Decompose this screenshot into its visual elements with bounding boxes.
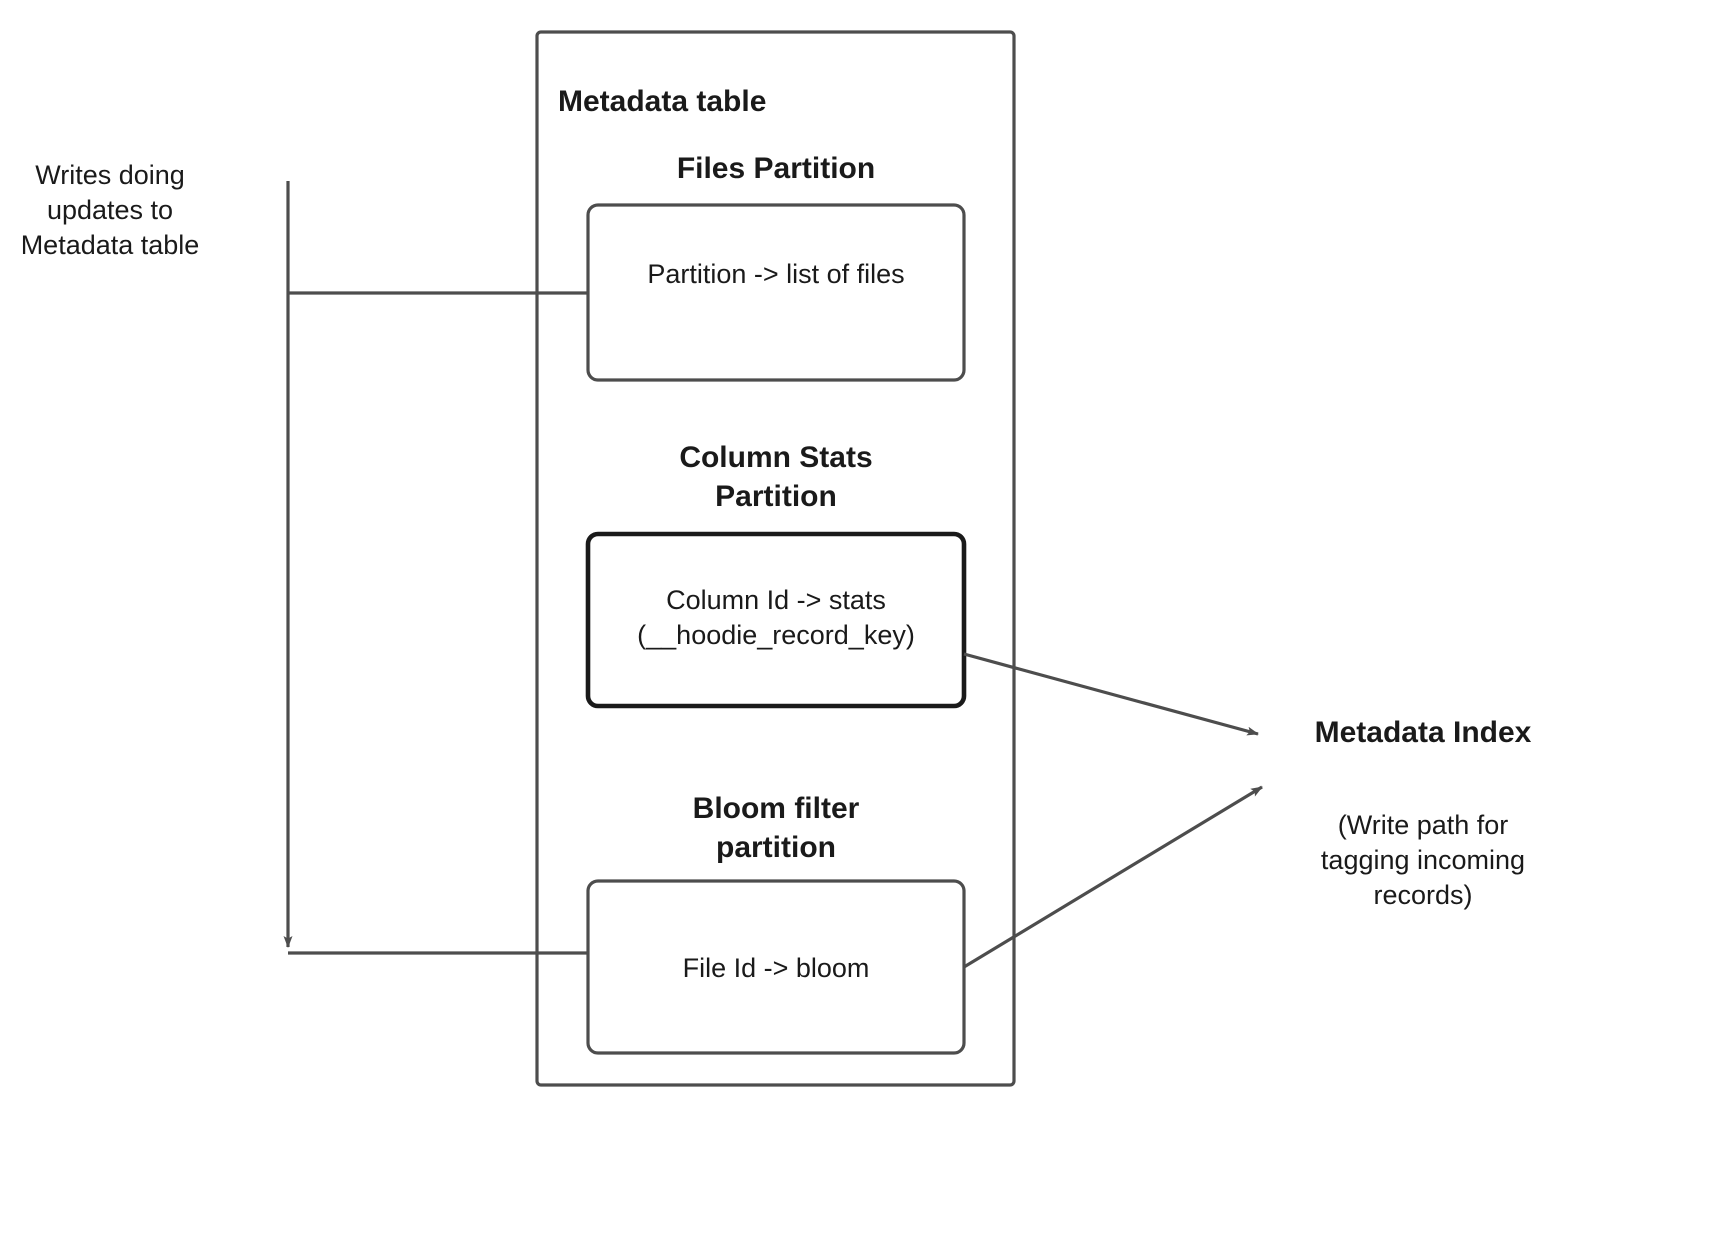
column-stats-box-label: Column Id -> stats (__hoodie_record_key) xyxy=(637,585,915,651)
column-stats-box xyxy=(585,531,967,709)
metadata-table-container xyxy=(535,30,1016,1087)
metadata-index-title: Metadata Index xyxy=(1314,716,1532,749)
connector-column-stats-to-metadata-index xyxy=(963,652,1259,736)
metadata-index-note: (Write path for tagging incoming records… xyxy=(1320,810,1526,911)
writes-note-label: Writes doing updates to Metadata table xyxy=(20,160,200,261)
files-partition-box-label: Partition -> list of files xyxy=(647,259,905,289)
metadata-table-title: Metadata table xyxy=(558,85,767,118)
bloom-filter-box-label: File Id -> bloom xyxy=(682,953,870,983)
column-stats-partition-heading: Column Stats Partition xyxy=(679,441,873,513)
bloom-filter-partition-heading: Bloom filter partition xyxy=(692,792,860,864)
connector-bloom-filter-to-metadata-index xyxy=(963,785,1263,969)
files-partition-heading: Files Partition xyxy=(676,152,876,185)
files-partition-box xyxy=(586,203,966,382)
